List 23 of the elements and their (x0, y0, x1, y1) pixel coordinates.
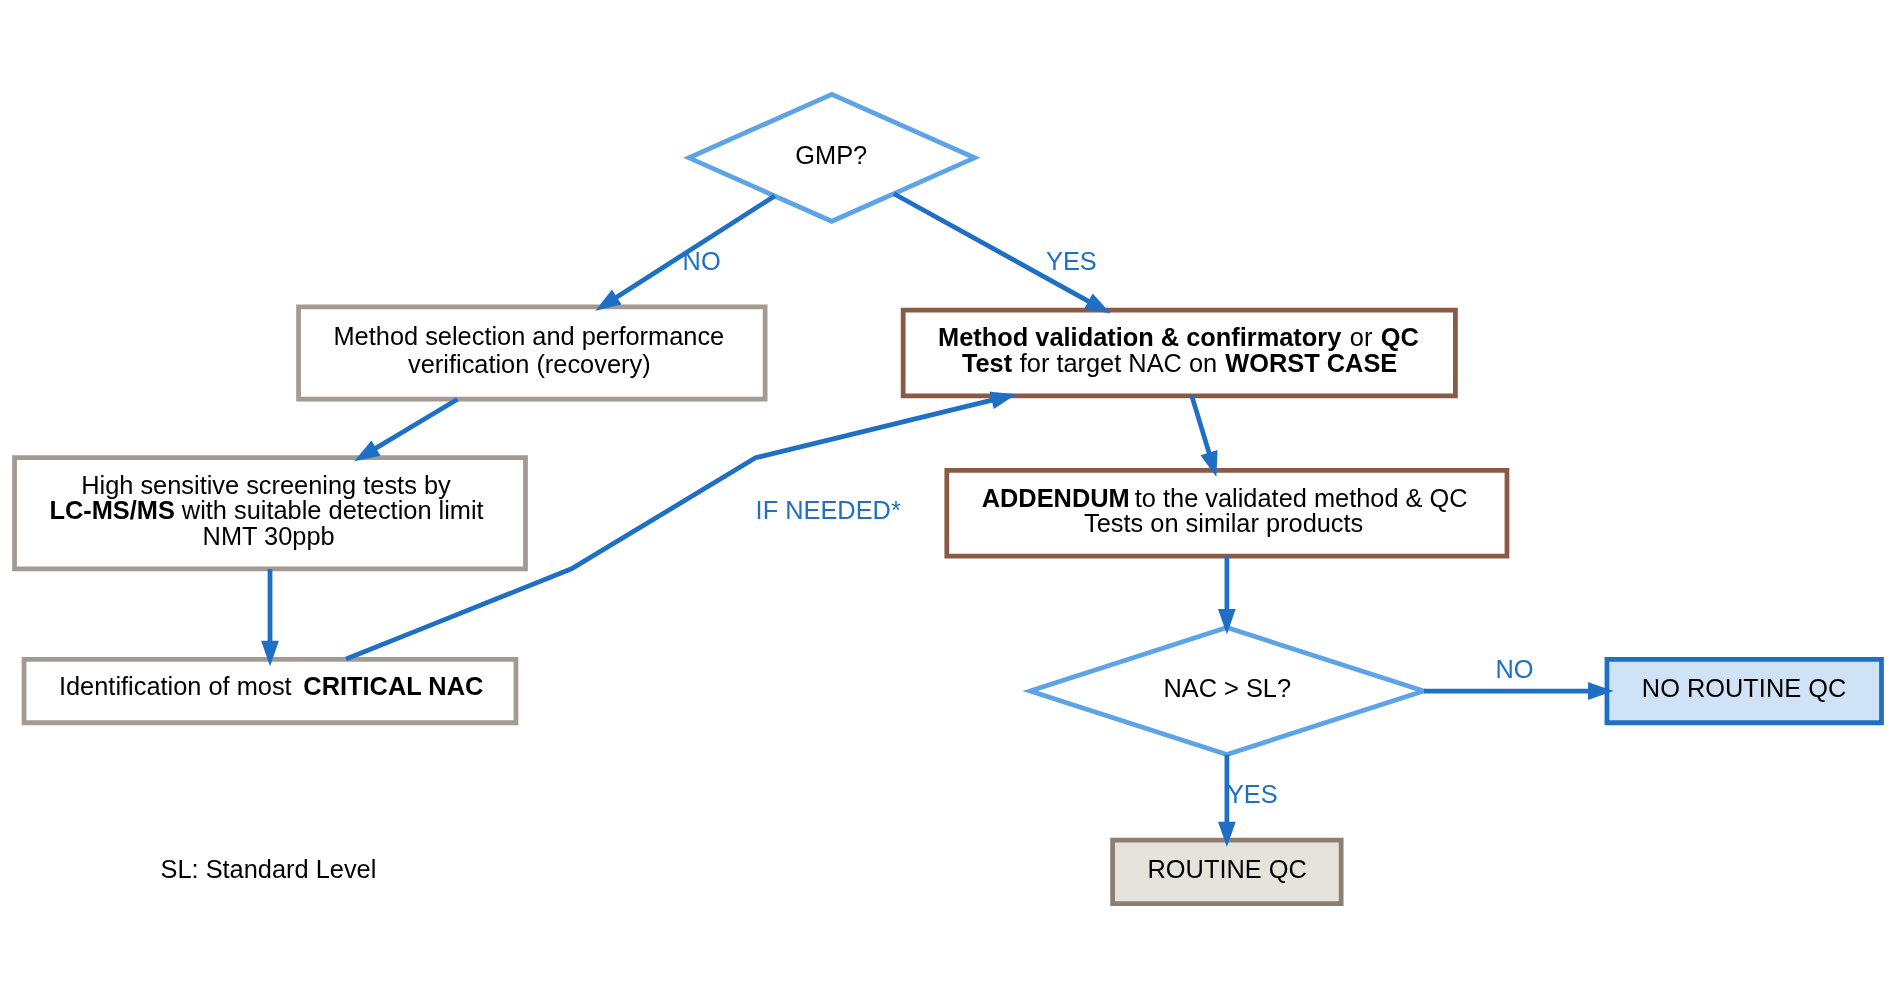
arrow (1423, 681, 1614, 700)
node-box: ROUTINE QC (1110, 837, 1344, 906)
arrow (1189, 394, 1218, 477)
node-diamond: GMP? (683, 91, 981, 224)
arrow (345, 391, 1017, 661)
label: SL: Standard Level (160, 854, 377, 883)
edge-label: YES (1045, 246, 1097, 275)
edge-label: NO (682, 246, 721, 275)
edge-label: YES (1226, 779, 1278, 808)
arrow (354, 396, 459, 461)
node-box: High sensitive screening tests by LC-MS/MS with suitable detection limit NMT 30ppb (12, 454, 528, 571)
arrow (261, 568, 279, 666)
arrow (595, 193, 776, 311)
edge-label: NO (1495, 654, 1534, 683)
node-box: Identification of most CRITICAL NAC (21, 656, 519, 725)
node-box: NO ROUTINE QC (1604, 656, 1884, 725)
arrow (1218, 555, 1236, 634)
edge-label: IF NEEDED* (755, 495, 901, 524)
node-box: Method validation & confirmatory or QC Test for target NAC on WORST CASE (900, 307, 1458, 398)
node-box: Method selection and performance verification (recovery) (296, 304, 768, 401)
arrow (1218, 754, 1236, 847)
node-box: ADDENDUM to the validated method & QC Tests on similar products (944, 467, 1510, 558)
arrow (892, 191, 1111, 314)
